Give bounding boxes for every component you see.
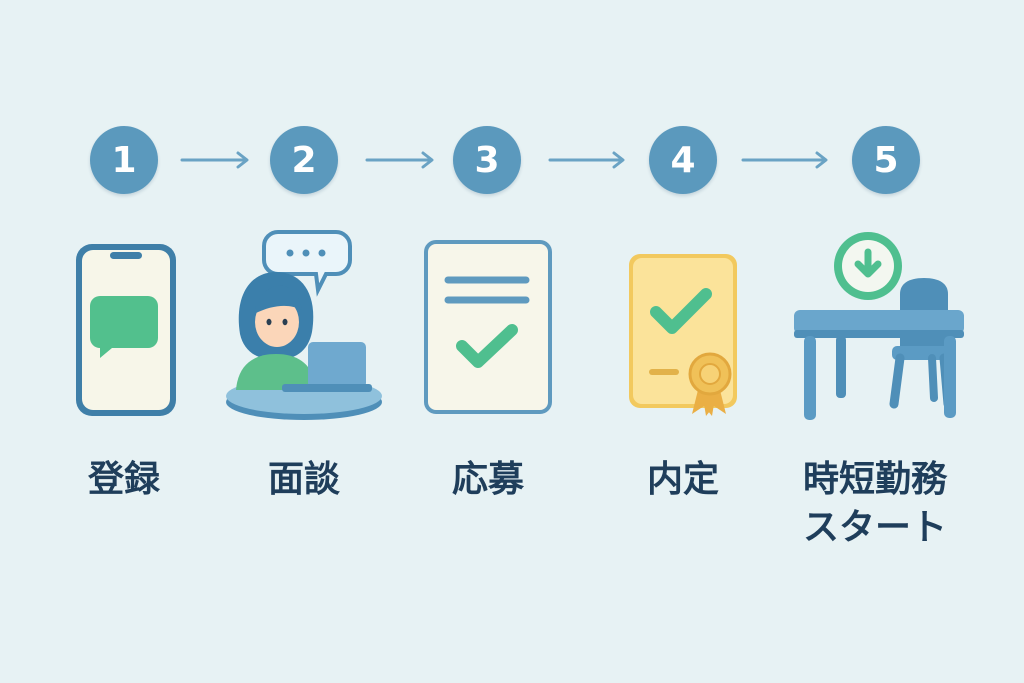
person-laptop-chat-icon (226, 230, 382, 420)
document-check-icon (424, 240, 552, 414)
certificate-check-icon (629, 254, 737, 416)
step-2-label: 面談 (267, 459, 340, 500)
step-1-label: 登録 (87, 459, 160, 500)
step-5-label-line-2: スタート (802, 507, 947, 548)
step-4-label: 内定 (646, 459, 719, 500)
arrow-right-icon (365, 151, 434, 169)
step-5-label: 時短勤務 スタート (790, 456, 960, 552)
step-3-label: 応募 (451, 459, 524, 500)
arrow-right-icon (741, 151, 828, 169)
smartphone-chat-icon (76, 244, 176, 416)
step-3-badge: 3 (453, 126, 521, 194)
step-5-badge: 5 (852, 126, 920, 194)
arrow-right-icon (548, 151, 625, 169)
clock-desk-chair-icon (794, 232, 964, 420)
step-1-badge: 1 (90, 126, 158, 194)
step-4-badge: 4 (649, 126, 717, 194)
arrow-right-icon (180, 151, 249, 169)
step-5-label-line-1: 時短勤務 (802, 459, 947, 500)
step-2-badge: 2 (270, 126, 338, 194)
